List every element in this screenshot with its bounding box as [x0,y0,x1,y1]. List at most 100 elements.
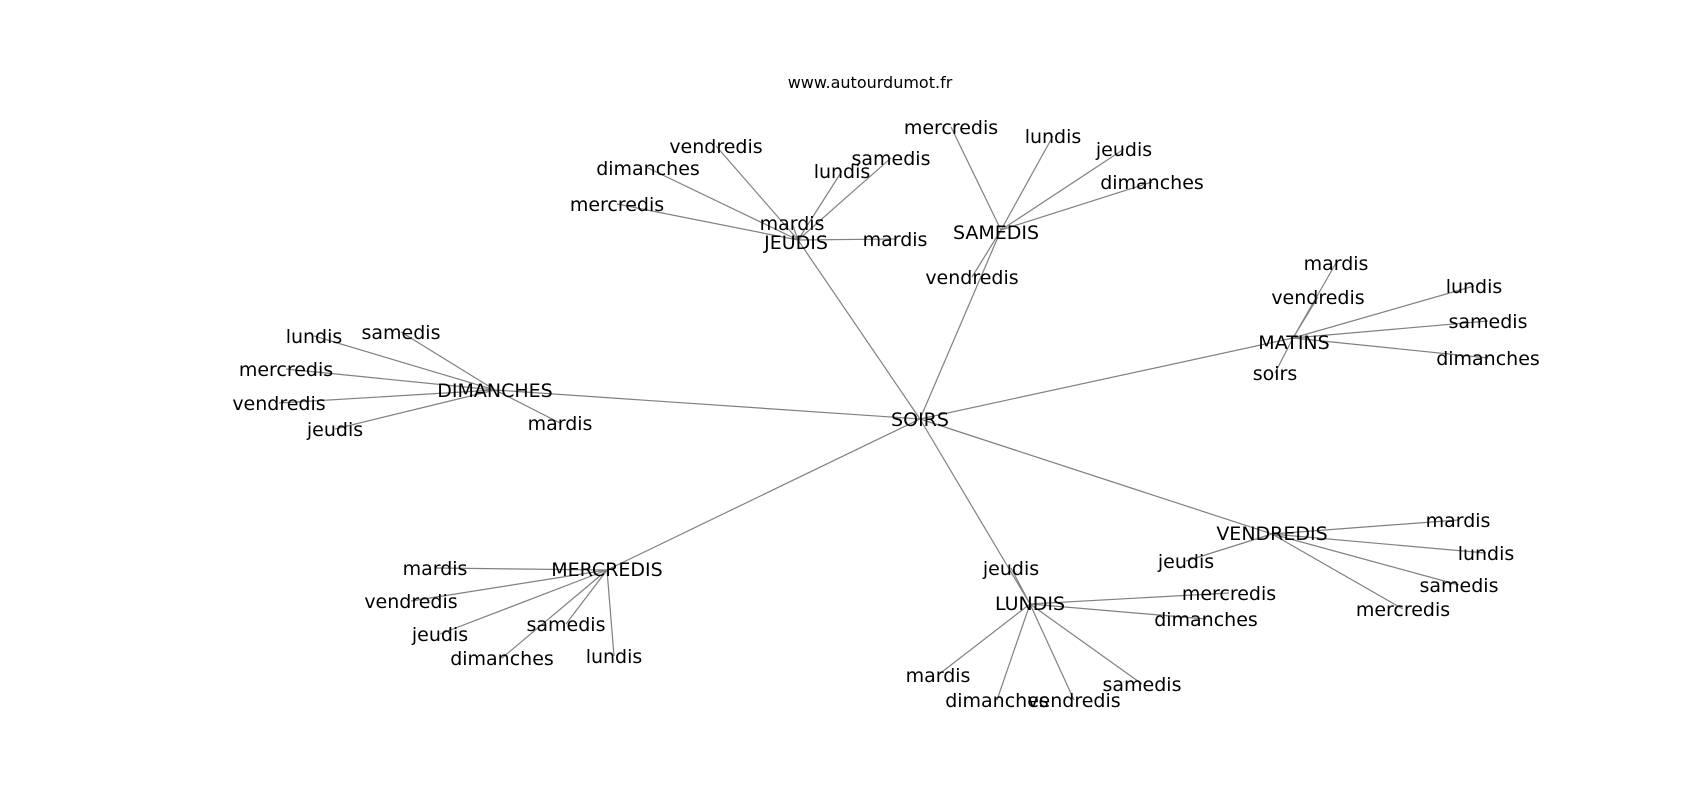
edge-hub-to-word [278,389,496,404]
edge-hub-to-word [606,569,615,657]
word-node-label: mardis [760,213,825,235]
word-node-label: lundis [814,161,871,183]
edge-hub-to-word [797,238,896,241]
center-node-label: SOIRS [891,409,949,431]
word-node-label: mardis [403,558,468,580]
word-node-label: mercredis [1182,583,1276,605]
edge-hub-to-word [1029,603,1075,701]
edge-hub-to-word [400,331,496,391]
word-node-label: samedis [1449,311,1528,333]
word-node-label: dimanches [1436,348,1540,370]
edge-hub-to-word [434,567,608,571]
edge-hub-to-word [501,569,608,659]
word-node-label: mercredis [570,194,664,216]
edge-hub-to-word [937,603,1031,676]
edge-hub-to-word [996,603,1031,701]
graph-labels: www.autourdumot.fr SOIRS SAMEDIS mercredis… [232,73,1539,712]
hub-node-label: DIMANCHES [437,380,552,402]
edge-hub-to-word [1271,533,1404,610]
edge-hub-to-word [313,335,496,391]
edge-hub-to-word [1000,135,1054,231]
edge-hub-to-word [1292,320,1489,339]
word-node-label: dimanches [1100,172,1204,194]
edge-hub-to-word [791,222,799,241]
edge-hub-to-word [1029,603,1143,685]
edge-hub-to-word [1000,181,1153,231]
word-node-label: dimanches [450,648,554,670]
edge-hub-to-word [616,203,799,241]
word-node-label: jeudis [1157,551,1214,573]
edge-hub-to-word [1274,337,1294,374]
word-node-label: lundis [1025,126,1082,148]
edge-hub-to-word [1271,533,1487,554]
hub-node-label: MERCREDIS [551,559,662,581]
graph-edges [278,126,1489,701]
edge-hub-to-word [410,569,608,602]
word-node-label: soirs [1253,363,1298,385]
word-node-label: vendredis [925,267,1018,289]
word-node-label: jeudis [411,624,468,646]
word-node-label: lundis [586,646,643,668]
word-node-label: mardis [906,665,971,687]
word-node-label: vendredis [1271,287,1364,309]
word-node-label: mercredis [239,359,333,381]
edge-hub-to-word [1010,567,1031,605]
word-node-label: vendredis [232,393,325,415]
edge-hub-to-word [647,167,799,241]
word-node-label: samedis [852,148,931,170]
edge-hub-to-word [1292,337,1489,359]
edge-hub-to-word [797,157,892,241]
edge-center-to-hub [797,239,921,420]
word-node-label: samedis [362,322,441,344]
edge-center-to-hub [919,229,1002,420]
word-node-label: dimanches [596,158,700,180]
edge-hub-to-word [950,126,1002,231]
edge-hub-to-word [1292,296,1319,339]
edge-center-to-hub [606,418,921,571]
word-node-label: mercredis [1356,599,1450,621]
edge-center-to-hub [494,389,921,420]
hub-node-label: LUNDIS [995,593,1065,615]
edge-center-to-hub [919,418,1273,535]
word-node-label: dimanches [1154,609,1258,631]
edge-hub-to-word [1185,533,1273,562]
word-node-label: jeudis [1095,139,1152,161]
edge-hub-to-word [334,389,496,430]
word-node-label: vendredis [669,136,762,158]
edge-hub-to-word [1029,603,1207,620]
word-node-label: lundis [1458,543,1515,565]
edge-hub-to-word [494,389,561,424]
word-node-label: mardis [1304,253,1369,275]
word-node-label: mardis [528,413,593,435]
word-node-label: mardis [1426,510,1491,532]
hub-node-label: SAMEDIS [953,222,1039,244]
edge-hub-to-word [1029,592,1230,605]
edge-hub-to-word [797,170,843,241]
edge-center-to-hub [919,337,1294,420]
word-node-label: samedis [527,614,606,636]
site-title: www.autourdumot.fr [788,73,953,92]
word-node-label: vendredis [1027,690,1120,712]
edge-hub-to-word [565,569,608,625]
word-node-label: vendredis [364,591,457,613]
edge-hub-to-word [439,569,608,635]
word-node-label: mardis [863,229,928,251]
edge-hub-to-word [1271,519,1459,535]
word-node-label: dimanches [945,690,1049,712]
hub-node-label: JEUDIS [763,232,828,254]
word-node-label: jeudis [982,558,1039,580]
word-node-label: lundis [1446,276,1503,298]
edge-hub-to-word [1000,148,1125,231]
edge-hub-to-word [285,368,496,391]
word-node-label: samedis [1103,674,1182,696]
edge-center-to-hub [919,418,1031,605]
edge-hub-to-word [1292,285,1475,339]
hub-node-label: VENDREDIS [1216,523,1327,545]
word-node-label: samedis [1420,575,1499,597]
hub-node-label: MATINS [1258,332,1329,354]
word-node-label: mercredis [904,117,998,139]
edge-hub-to-word [971,229,1002,278]
edge-hub-to-word [1271,533,1460,586]
word-node-label: jeudis [306,419,363,441]
